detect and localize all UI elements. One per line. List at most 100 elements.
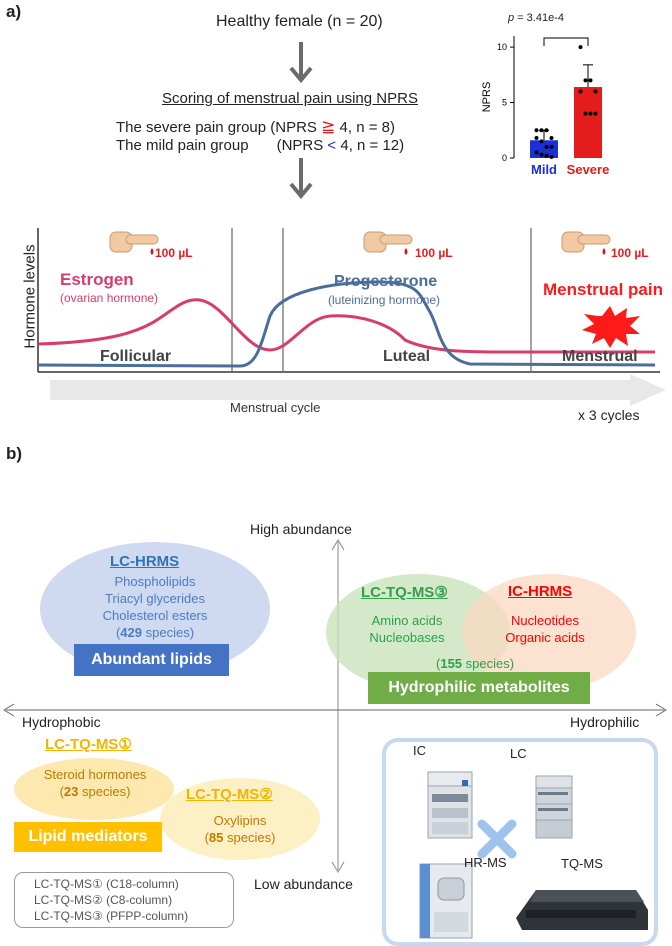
progesterone-label: Progesterone	[334, 273, 438, 290]
pvalue-prefix: p	[508, 12, 515, 24]
finger-prick-icon-2	[362, 226, 414, 256]
hrms-instrument-icon	[419, 863, 473, 939]
instrument-label-lc: LC	[510, 746, 527, 761]
sample-volume-2: 100 µL	[415, 246, 453, 260]
lc-hrms-items: Phospholipids Triacyl glycerides Cholest…	[80, 573, 230, 641]
lc-hrms-item-2: Triacyl glycerides	[105, 591, 205, 606]
nprs-point-severe	[593, 89, 598, 94]
instrument-label-hrms: HR-MS	[464, 855, 507, 870]
lc-tq2-items: Oxylipins (85 species)	[175, 812, 305, 846]
nprs-category-severe: Severe	[567, 162, 610, 177]
nprs-point-severe	[578, 45, 583, 50]
lc-tq1-count-post: species)	[78, 784, 131, 799]
lc-tq2-count: (85 species)	[175, 829, 305, 846]
estrogen-label: Estrogen	[60, 270, 134, 289]
hormone-levels-label: Hormone levels	[21, 244, 39, 349]
nprs-point-severe	[588, 111, 593, 116]
lc-tq1-title: LC-TQ-MS①	[45, 736, 132, 753]
panel-a-label: a)	[6, 2, 22, 21]
nprs-point-mild	[534, 150, 539, 155]
lc-tq1-ellipse	[14, 758, 174, 820]
finger-prick-icon-1	[108, 226, 160, 256]
phase-luteal: Luteal	[383, 348, 431, 365]
nprs-ylabel: NPRS	[481, 82, 493, 113]
nprs-significance-bracket	[543, 37, 589, 46]
nprs-point-mild	[539, 128, 544, 133]
lc-hrms-count-pre: (	[115, 625, 121, 640]
lc-hrms-count-value: 429	[120, 625, 142, 640]
estrogen-curve	[37, 298, 655, 354]
lc-tq2-ellipse	[160, 778, 320, 860]
nprs-point-mild	[539, 152, 544, 157]
pvalue-value: = 3.41e-4	[514, 12, 564, 24]
nprs-point-severe	[583, 78, 588, 83]
cycle-arrow	[50, 374, 666, 406]
axis-low-abundance: Low abundance	[254, 876, 353, 892]
quadrant-axes	[3, 539, 667, 873]
legend-item-2: LC-TQ-MS② (C8-column)	[34, 893, 173, 907]
column-legend	[14, 872, 234, 928]
progesterone-desc: (luteinizing hormone)	[328, 293, 441, 307]
lipid-mediators-box: Lipid mediators	[14, 822, 162, 852]
nprs-point-mild	[549, 136, 554, 141]
axis-hydrophobic: Hydrophobic	[22, 714, 101, 730]
nprs-point-severe	[578, 89, 583, 94]
hydrophilic-count-value: 155	[440, 656, 463, 671]
cohort-text: Healthy female (n = 20)	[216, 13, 383, 30]
panel-b-label: b)	[6, 444, 23, 463]
lc-tq3-items: Amino acids Nucleobases	[352, 612, 462, 646]
estrogen-desc: (ovarian hormone)	[60, 291, 159, 305]
severe-group-pre: The severe pain group (NPRS	[116, 119, 322, 136]
lc-tq2-count-pre: (	[204, 830, 209, 845]
phase-follicular: Follicular	[100, 348, 172, 365]
lc-tq2-count-value: 85	[208, 830, 224, 845]
nprs-ytick-label-0: 0	[502, 153, 507, 163]
hydrophilic-count-pre: (	[436, 656, 441, 671]
hydrophilic-count-post: species)	[462, 656, 515, 671]
lc-hrms-count-post: species)	[142, 625, 195, 640]
nprs-bar-severe	[574, 87, 602, 158]
lc-tq2-title: LC-TQ-MS②	[186, 786, 273, 803]
nprs-point-severe	[593, 111, 598, 116]
finger-prick-icon-3	[560, 226, 612, 256]
instruments-panel	[382, 738, 658, 946]
repeat-label: x 3 cycles	[578, 407, 640, 423]
instrument-label-ic: IC	[413, 743, 426, 758]
mild-group-mid: (NPRS	[276, 137, 328, 154]
lc-instrument-icon	[535, 775, 573, 839]
hydrophilic-count: (155 species)	[436, 656, 514, 671]
lc-hrms-item-1: Phospholipids	[114, 574, 196, 589]
menstrual-pain-label: Menstrual pain	[543, 280, 663, 299]
tqms-instrument-icon	[516, 890, 648, 930]
ic-instrument-icon	[427, 771, 473, 839]
nprs-category-mild: Mild	[531, 162, 557, 177]
lc-tq1-count-value: 23	[63, 784, 79, 799]
phase-menstrual: Menstrual	[562, 348, 638, 365]
lc-hrms-title: LC-HRMS	[110, 553, 180, 570]
mild-group-op: <	[327, 137, 337, 154]
ic-hrms-title: IC-HRMS	[508, 583, 573, 600]
lc-tq3-title: LC-TQ-MS③	[361, 584, 448, 601]
flow-arrow-1	[289, 42, 313, 84]
lc-tq1-count-pre: (	[59, 784, 64, 799]
lc-tq2-item: Oxylipins	[213, 813, 267, 828]
abundant-lipids-box: Abundant lipids	[74, 644, 229, 676]
flow-arrow-2	[289, 158, 313, 200]
axis-high-abundance: High abundance	[250, 521, 352, 537]
lc-tq1-items: Steroid hormones (23 species)	[30, 766, 160, 800]
nprs-ytick-label-10: 10	[497, 42, 507, 52]
nprs-point-mild	[549, 154, 554, 159]
scoring-title: Scoring of menstrual pain using NPRS	[162, 90, 418, 107]
pvalue-label: p = 3.41e-4	[508, 12, 564, 24]
hydrophilic-metabolites-box: Hydrophilic metabolites	[368, 672, 590, 704]
lc-hrms-count: (429 species)	[80, 624, 230, 641]
lc-tq3-item-1: Amino acids	[371, 613, 443, 628]
ic-hrms-items: Nucleotides Organic acids	[490, 612, 600, 646]
mild-group-pre: The mild pain group	[116, 137, 249, 154]
cycle-label: Menstrual cycle	[230, 400, 321, 415]
ic-hrms-item-2: Organic acids	[505, 630, 585, 645]
nprs-point-mild	[534, 128, 539, 133]
sample-volume-1: 100 µL	[155, 246, 193, 260]
nprs-point-mild	[539, 139, 544, 144]
